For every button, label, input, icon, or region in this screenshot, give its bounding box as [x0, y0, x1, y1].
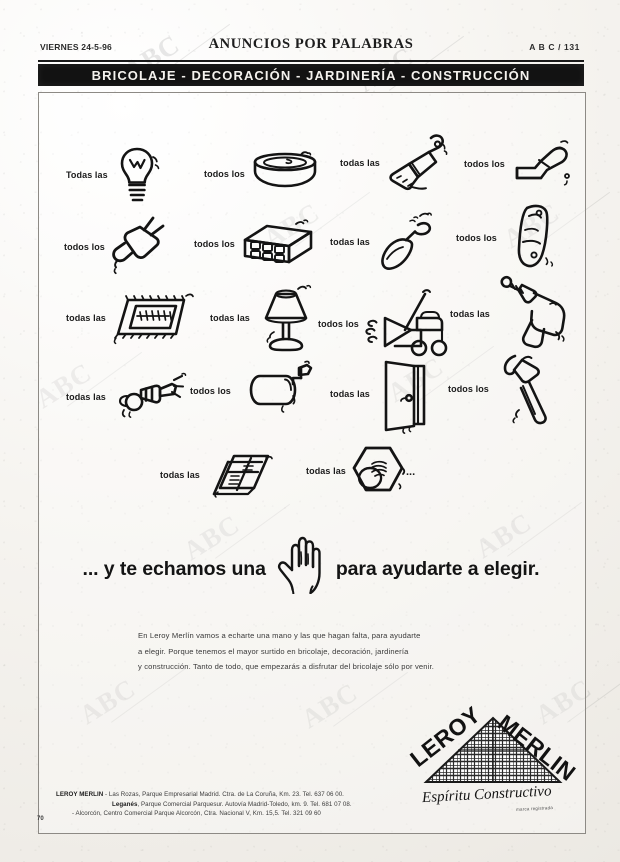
door-icon [384, 360, 426, 434]
hammer-icon [503, 354, 547, 425]
grid-ellipsis: ... [406, 466, 416, 478]
product-item: Todas las [66, 144, 162, 206]
masthead-date: VIERNES 24-5-96 [40, 42, 112, 52]
product-item: todos los [190, 360, 315, 422]
product-item: todos los [448, 350, 557, 428]
tagline-before: ... y te echamos una [82, 557, 266, 580]
rug-icon [113, 293, 194, 345]
masthead-title: ANUNCIOS POR PALABRAS [208, 36, 414, 52]
product-item-label: todos los [464, 159, 505, 169]
body-copy: En Leroy Merlín vamos a echarte una mano… [138, 628, 498, 675]
product-item: todos los [194, 218, 317, 270]
product-item-label: todos los [64, 242, 105, 252]
lightbulb-icon [120, 147, 160, 202]
drill-icon [500, 275, 566, 349]
masthead-folio: A B C / 131 [529, 42, 580, 52]
hex-nut-icon [352, 446, 406, 492]
table-lamp-icon [264, 284, 312, 352]
product-item: todos los [204, 150, 321, 198]
product-item: todas las [340, 132, 458, 194]
body-copy-line: En Leroy Merlín vamos a echarte una mano… [138, 631, 421, 640]
product-item: todas las [160, 448, 280, 502]
advertisement-frame [38, 92, 586, 834]
washbasin-icon [253, 151, 317, 188]
tiles-icon [212, 454, 273, 498]
paintbrush-icon [389, 134, 448, 191]
leroy-merlin-logo: LEROY MERLIN Espíritu Constructivo marca… [408, 702, 578, 814]
plug-icon [112, 216, 165, 275]
address-city: Leganés [112, 800, 138, 808]
category-bar-text: BRICOLAJE - DECORACIÓN - JARDINERÍA - CO… [91, 67, 531, 83]
pliers-icon [515, 140, 570, 186]
body-copy-line: y construcción. Tanto de todo, que empez… [138, 662, 434, 671]
product-item: todos los [456, 202, 565, 274]
product-item-label: Todas las [66, 170, 108, 180]
page-number: 70 [37, 816, 44, 822]
product-item: todos los [464, 136, 579, 192]
tagline: ... y te echamos una para ayudarte a ele… [44, 536, 578, 594]
product-icon-grid: Todas las todos los [44, 108, 579, 498]
product-item: todas las [210, 284, 316, 352]
product-item: todas las [306, 442, 410, 500]
masthead: VIERNES 24-5-96 ANUNCIOS POR PALABRAS A … [38, 36, 584, 60]
product-item: todas las [66, 372, 190, 422]
product-item: todas las [450, 274, 570, 354]
product-item: todas las [330, 212, 446, 272]
store-addresses: LEROY MERLIN - Las Rozas, Parque Empresa… [56, 790, 526, 819]
product-item-label: todas las [66, 313, 106, 323]
handplane-icon [517, 204, 554, 268]
masthead-rule [38, 60, 584, 62]
product-item-label: todas las [450, 309, 490, 319]
product-item-label: todas las [330, 389, 370, 399]
address-brand: LEROY MERLIN [56, 791, 104, 798]
address-line: Leganés, Parque Comercial Parquesur. Aut… [56, 800, 526, 810]
open-hand-icon [277, 536, 321, 594]
body-copy-line: a elegir. Porque tenemos el mayor surtid… [138, 646, 409, 656]
product-item: todos los [318, 288, 459, 360]
tagline-after: para ayudarte a elegir. [335, 557, 540, 580]
address-text: , Parque Comercial Parquesur. Autovía Ma… [137, 800, 352, 808]
product-item-label: todos los [204, 169, 245, 179]
product-item: todas las [66, 290, 196, 346]
product-item-label: todos los [194, 239, 235, 249]
address-line: - Alcorcón, Centro Comercial Parque Alco… [56, 809, 526, 819]
category-bar: BRICOLAJE - DECORACIÓN - JARDINERÍA - CO… [38, 64, 584, 86]
address-text: - Las Rozas, Parque Empresarial Madrid. … [103, 791, 344, 798]
product-item-label: todos los [448, 384, 489, 394]
product-item-label: todas las [330, 237, 370, 247]
product-item-label: todas las [210, 313, 250, 323]
paint-roller-icon [249, 360, 313, 413]
product-item: todas las [330, 354, 434, 434]
product-item-label: todos los [318, 319, 359, 329]
product-item-label: todas las [66, 392, 106, 402]
lawnmower-icon [365, 289, 448, 357]
product-item: todos los [64, 214, 171, 280]
product-item-label: todos los [190, 386, 231, 396]
product-item-label: todas las [306, 466, 346, 476]
faucet-icon [118, 372, 187, 418]
trowel-icon [381, 212, 432, 270]
brick-icon [243, 219, 313, 264]
product-item-label: todas las [340, 158, 380, 168]
product-item-label: todos los [456, 233, 497, 243]
product-item-label: todas las [160, 470, 200, 480]
address-line: LEROY MERLIN - Las Rozas, Parque Empresa… [56, 790, 526, 800]
address-text: - Alcorcón, Centro Comercial Parque Alco… [72, 810, 321, 818]
logo-triangle-mark: LEROY MERLIN [408, 702, 578, 786]
